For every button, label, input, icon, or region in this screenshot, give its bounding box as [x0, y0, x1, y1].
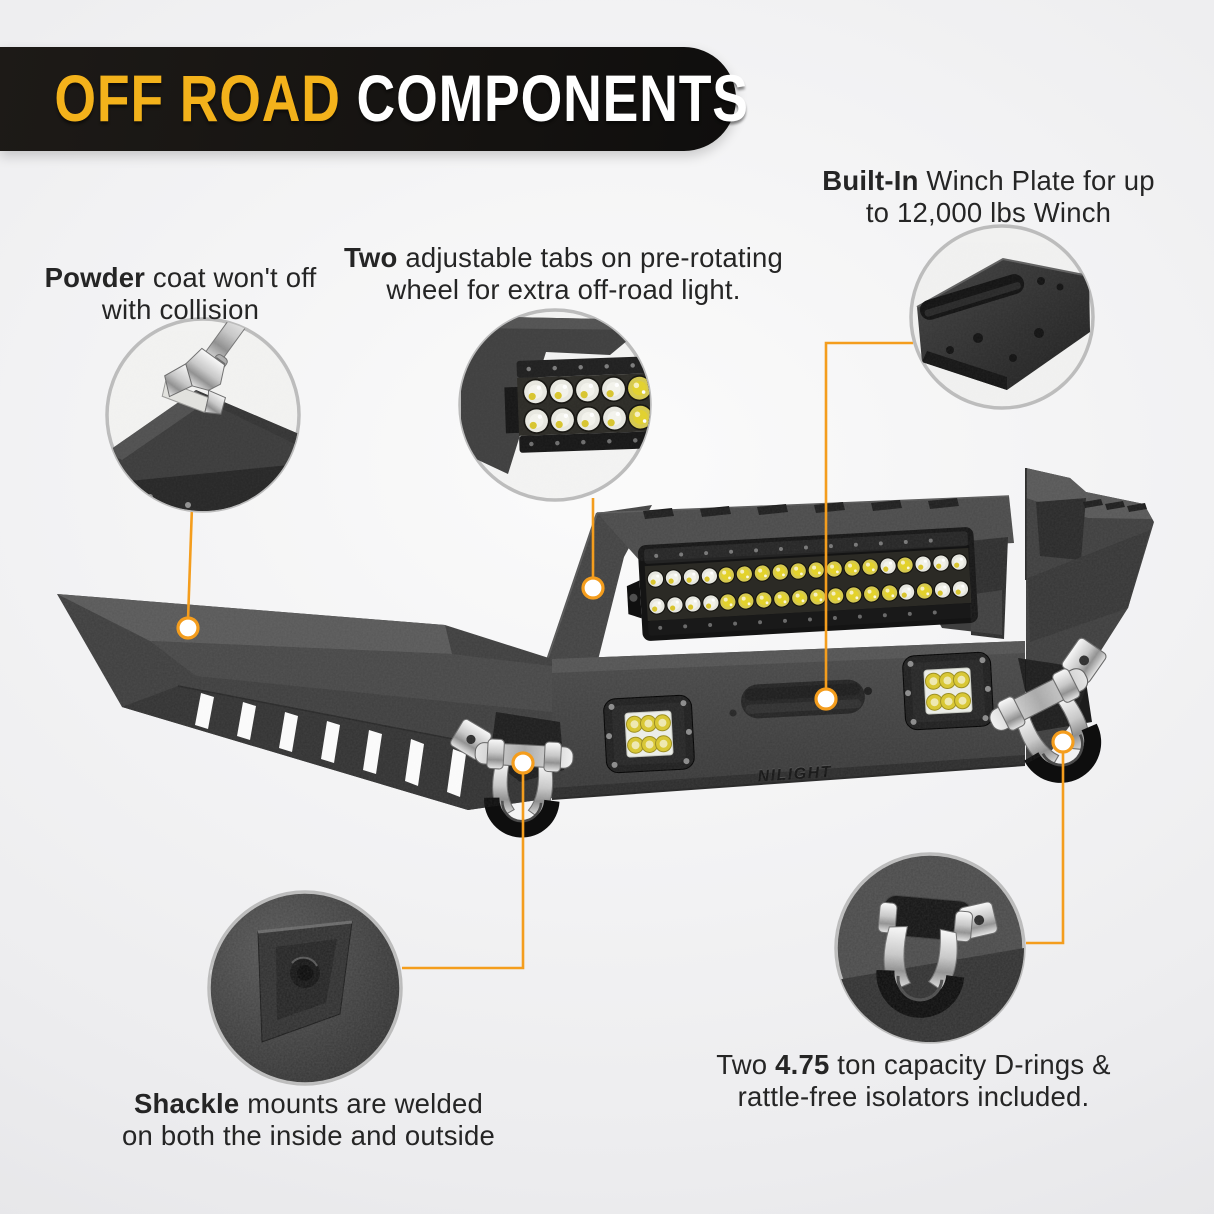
inset-powder-coat: [105, 317, 301, 513]
callout-dot-powder: [176, 616, 200, 640]
inset-light-bar: [458, 308, 652, 502]
callout-winch-bold: Built-In: [822, 165, 919, 196]
callout-shackle-rest: mounts are welded: [239, 1088, 483, 1119]
callout-winch-line2: to 12,000 lbs Winch: [865, 196, 1112, 228]
callout-dot-winch: [814, 687, 838, 711]
callout-powder-bold: Powder: [44, 262, 146, 293]
callout-line-drings: [1026, 750, 1065, 945]
callout-shackle-line2: on both the inside and outside: [122, 1119, 495, 1151]
callout-drings-post: ton capacity D-rings &: [829, 1049, 1111, 1080]
callout-shackle-mounts: Shackle mounts are welded on both the in…: [96, 1088, 521, 1152]
title-rest: COMPONENTS: [340, 62, 749, 136]
callout-line-winch: [824, 341, 913, 690]
inset-winch-plate: [909, 224, 1095, 410]
title-banner: OFF ROAD COMPONENTS: [0, 47, 748, 151]
callout-dot-tabs: [581, 576, 605, 600]
page-title: OFF ROAD COMPONENTS: [0, 61, 749, 137]
callout-tabs-bold: Two: [343, 242, 398, 273]
callout-line-shackle: [402, 772, 525, 970]
callout-dot-drings: [1051, 730, 1075, 754]
callout-winch-plate: Built-In Winch Plate for up to 12,000 lb…: [806, 165, 1171, 229]
callout-connectors: [186, 341, 1065, 970]
inset-d-ring: [834, 852, 1026, 1044]
inset-shackle-mount: [207, 890, 403, 1086]
callout-drings-pre: Two: [716, 1049, 776, 1080]
callout-powder-line2: with collision: [101, 293, 260, 325]
callout-d-rings: Two 4.75 ton capacity D-rings & rattle-f…: [695, 1049, 1132, 1113]
callout-tabs-line2: wheel for extra off-road light.: [386, 273, 741, 305]
callout-dot-shackle: [511, 751, 535, 775]
callout-dots: [176, 576, 1075, 775]
callout-shackle-bold: Shackle: [134, 1088, 240, 1119]
callout-drings-line2: rattle-free isolators included.: [737, 1080, 1090, 1112]
callout-winch-rest: Winch Plate for up: [918, 165, 1155, 196]
callout-light-tabs: Two adjustable tabs on pre-rotating whee…: [341, 242, 786, 306]
callout-powder-coat: Powder coat won't off with collision: [8, 262, 353, 326]
title-accent: OFF ROAD: [54, 62, 341, 136]
callout-line-powder: [186, 505, 194, 621]
front-bumper: NILIGHT NILIGHT: [57, 468, 1154, 842]
callout-powder-rest: coat won't off: [145, 262, 317, 293]
callout-tabs-rest: adjustable tabs on pre-rotating: [397, 242, 784, 273]
callout-drings-bold: 4.75: [775, 1049, 830, 1080]
